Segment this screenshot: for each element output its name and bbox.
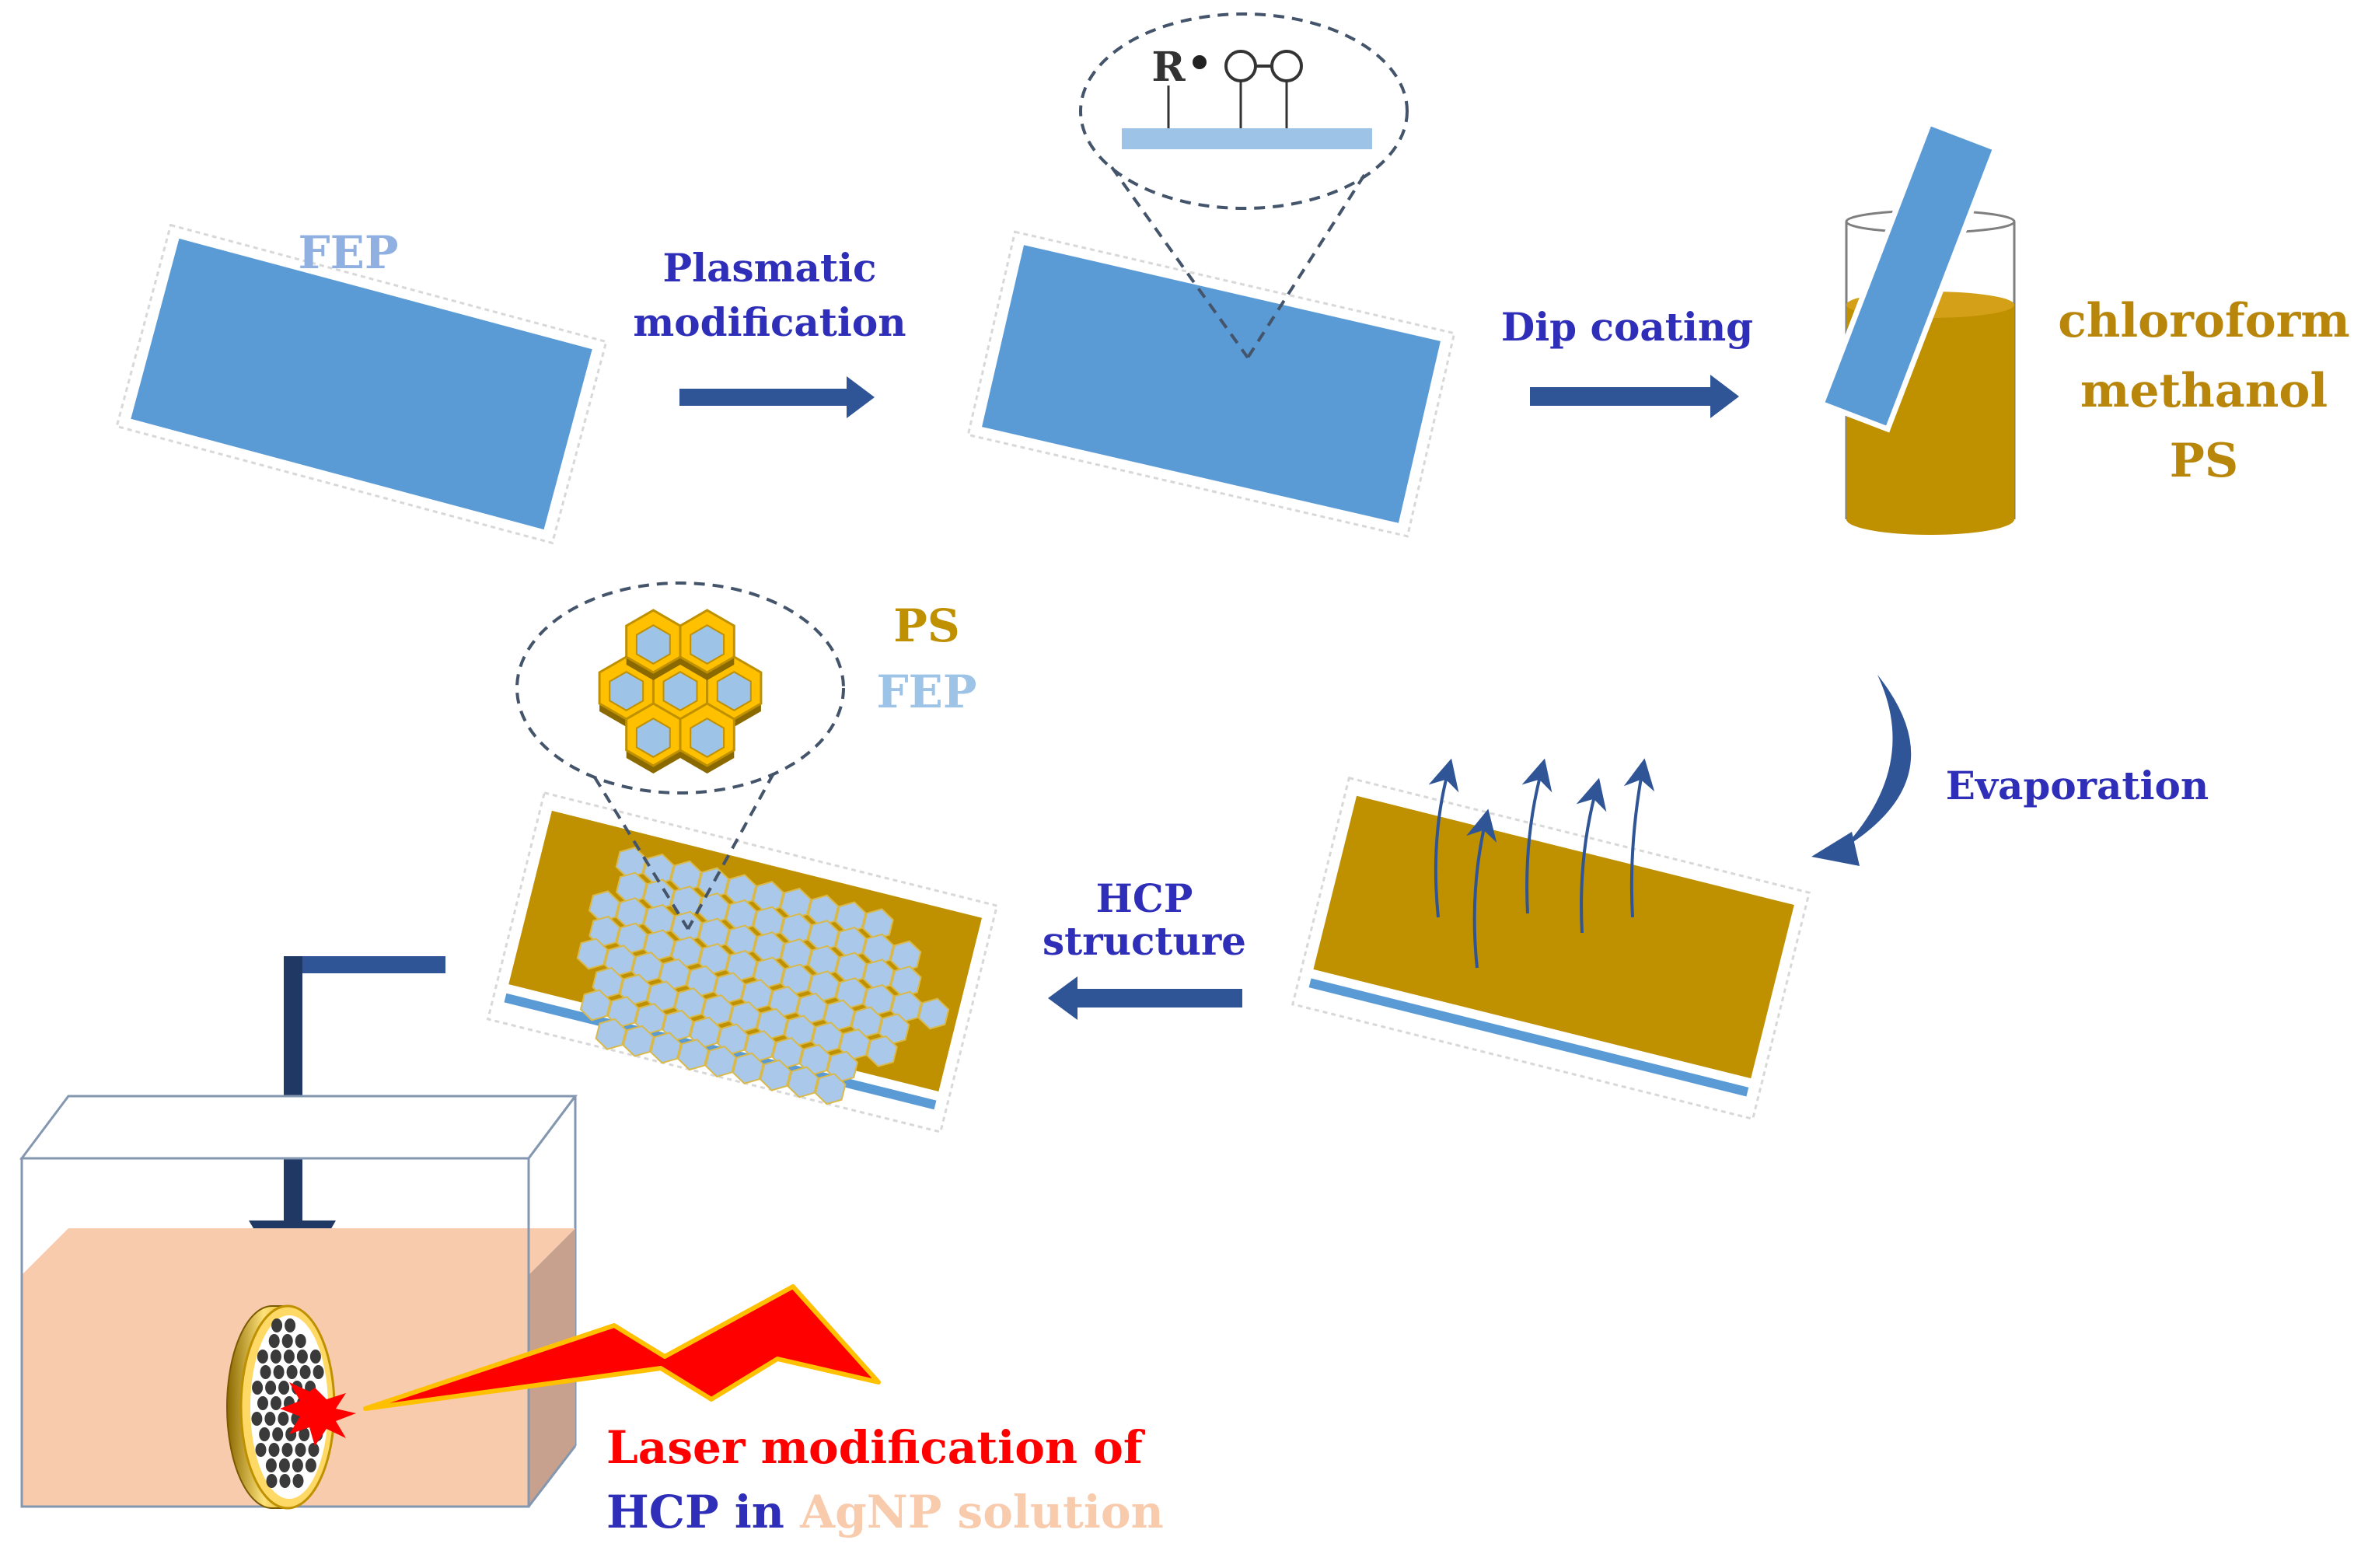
hcp-cell — [576, 938, 609, 970]
dip-coating-label: Dip coating — [1501, 304, 1753, 350]
hcp-cell — [866, 1035, 898, 1067]
laser-label-line1: Laser modification of — [606, 1421, 1146, 1474]
pore — [259, 1427, 271, 1441]
pore — [295, 1334, 306, 1348]
pore — [292, 1458, 303, 1472]
plasmatic-label-line1: Plasmatic — [663, 245, 877, 291]
pore — [278, 1381, 290, 1395]
pore — [265, 1458, 277, 1472]
hcp-cell — [814, 1073, 847, 1105]
pore — [268, 1443, 280, 1457]
honeycomb-magnifier — [515, 581, 845, 931]
hcp-cell — [787, 1066, 819, 1098]
honeycomb-core — [635, 718, 671, 758]
pore — [268, 1334, 280, 1348]
solution-label-ps: PS — [2170, 434, 2238, 488]
laser-spot — [280, 1382, 356, 1446]
pore — [270, 1350, 281, 1364]
ps-legend-label: PS — [893, 599, 960, 652]
pore — [271, 1318, 283, 1332]
pore — [295, 1443, 306, 1457]
pore — [279, 1474, 291, 1488]
honeycomb-cells — [598, 609, 763, 774]
pore — [273, 1365, 285, 1379]
pore — [251, 1412, 263, 1426]
dipped-film — [1818, 119, 2000, 433]
hcp-sample-cylinder — [226, 1304, 356, 1510]
hcp-film — [486, 791, 999, 1133]
pore — [308, 1443, 320, 1457]
pore — [271, 1396, 281, 1410]
laser-label-hcp: HCP in — [606, 1486, 800, 1538]
pore — [260, 1365, 271, 1379]
pore — [281, 1443, 293, 1457]
pore — [283, 1350, 295, 1364]
surface-layer — [1122, 128, 1372, 149]
modified-fep-film — [966, 230, 1456, 538]
laser-label-line2: HCP in AgNP solution — [606, 1486, 1164, 1538]
pore — [278, 1412, 289, 1426]
fep-legend-label: FEP — [877, 665, 977, 718]
laser-label-agnp: AgNP solution — [799, 1486, 1164, 1538]
pore — [278, 1458, 290, 1472]
fep-film — [115, 223, 608, 545]
hcp-cell — [622, 1025, 655, 1057]
pore — [299, 1427, 310, 1441]
hcp-hexagon-array — [576, 847, 950, 1105]
pore — [257, 1350, 268, 1364]
hcp-cell — [732, 1052, 764, 1084]
pore — [266, 1474, 278, 1488]
honeycomb-core — [716, 671, 752, 711]
pore — [296, 1350, 308, 1364]
hcp-cell — [579, 989, 612, 1021]
oxygen-2 — [1270, 50, 1303, 82]
pore — [285, 1318, 296, 1332]
hcp-cell — [677, 1039, 710, 1071]
hcp-cell — [650, 1032, 682, 1064]
pore — [313, 1365, 324, 1379]
hcp-label-line1: HCP — [1096, 875, 1193, 921]
evaporation-label: Evaporation — [1946, 763, 2209, 808]
vapor-arrows — [1428, 758, 1655, 969]
honeycomb-core — [635, 624, 671, 665]
pore — [286, 1365, 298, 1379]
honeycomb-core — [662, 671, 698, 711]
solution-label-methanol: methanol — [2080, 364, 2328, 418]
honeycomb-core — [690, 718, 725, 758]
fep-label: FEP — [299, 226, 399, 279]
pore — [257, 1396, 268, 1410]
hcp-cell — [704, 1045, 737, 1078]
arrow-right-2 — [1530, 375, 1739, 418]
hcp-cell — [917, 997, 950, 1030]
pore — [272, 1427, 284, 1441]
hcp-cell — [760, 1059, 791, 1091]
pore — [292, 1474, 304, 1488]
honeycomb-core — [690, 624, 725, 665]
solution-label-chloroform: chloroform — [2058, 294, 2350, 348]
surface-magnifier: R — [1079, 12, 1409, 359]
arrow-right-1 — [679, 376, 875, 418]
hcp-label-line2: structure — [1043, 918, 1246, 964]
solution-top — [22, 1228, 575, 1275]
radical-dot — [1193, 55, 1207, 69]
pore — [265, 1381, 277, 1395]
plasmatic-label-line2: modification — [633, 299, 906, 345]
honeycomb-core — [609, 671, 644, 711]
evaporating-film — [1291, 776, 1811, 1121]
pore — [281, 1334, 293, 1348]
pore — [309, 1350, 321, 1364]
pore — [305, 1458, 316, 1472]
arrow-left-1 — [1048, 976, 1242, 1020]
pore — [264, 1412, 276, 1426]
pore — [299, 1365, 311, 1379]
pore — [255, 1443, 267, 1457]
evaporation-arrow — [1811, 675, 1912, 866]
laser-beam — [363, 1284, 881, 1411]
pore — [252, 1381, 264, 1395]
radical-r-label: R — [1151, 44, 1186, 91]
hcp-cell — [595, 1018, 627, 1050]
